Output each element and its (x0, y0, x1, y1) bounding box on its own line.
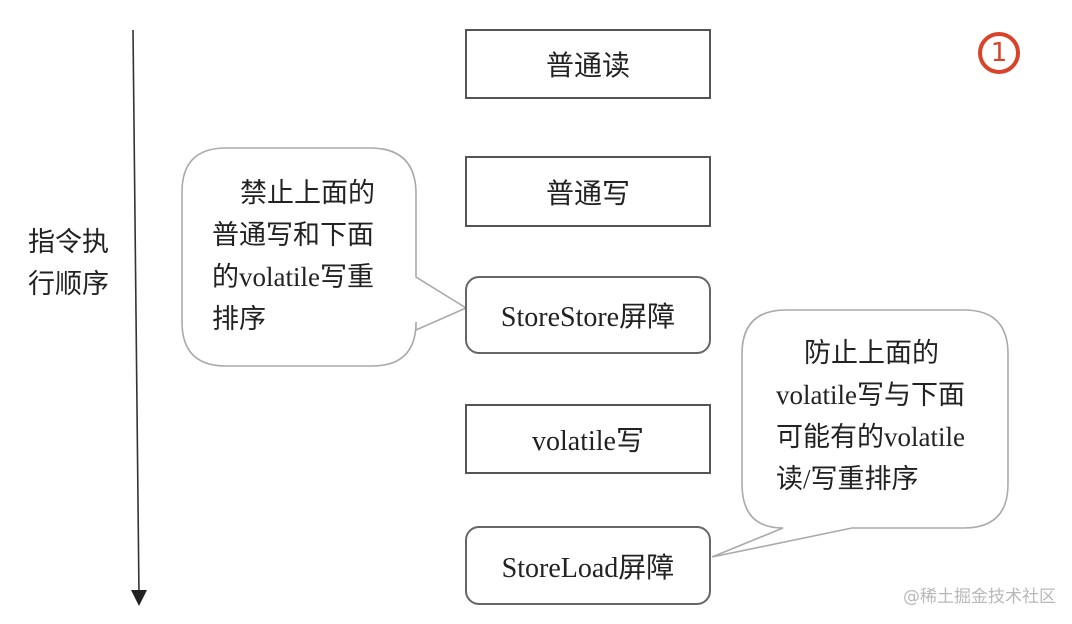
callout-bubble-right-shape (711, 309, 1009, 558)
step-number-badge: 1 (978, 32, 1020, 74)
instruction-normal-read: 普通读 (465, 29, 711, 99)
instruction-label: 普通写 (545, 178, 630, 210)
watermark: @稀土掘金技术社区 (903, 587, 1056, 607)
instruction-label: StoreLoad屏障 (501, 552, 675, 584)
callout-bubble-left-shape (181, 147, 468, 367)
step-number: 1 (990, 38, 1008, 68)
arrow-down-icon (131, 590, 147, 606)
execution-order-label: 指令执 行顺序 (28, 222, 128, 306)
execution-order-label-line: 指令执 (28, 227, 109, 258)
execution-order-arrow-line (132, 29, 140, 597)
instruction-normal-write: 普通写 (465, 156, 711, 227)
callout-right-text: 防止上面的 volatile写与下面 可能有的volatile 读/写重排序 (776, 332, 996, 500)
callout-line: 防止上面的 (804, 338, 939, 368)
instruction-label: volatile写 (532, 426, 644, 457)
callout-line: 禁止上面的 (240, 178, 375, 208)
callout-line: 读/写重排序 (776, 464, 919, 494)
execution-order-label-line: 行顺序 (28, 269, 109, 300)
instruction-volatile-write: volatile写 (465, 404, 711, 474)
instruction-label: StoreStore屏障 (500, 302, 676, 333)
callout-line: 的volatile写重 (212, 262, 374, 292)
callout-line: 普通写和下面 (212, 220, 374, 250)
callout-line: 排序 (212, 304, 266, 334)
instruction-label: 普通读 (545, 51, 630, 82)
callout-line: volatile写与下面 (776, 380, 965, 410)
instruction-storestore-barrier: StoreStore屏障 (465, 276, 711, 354)
callout-line: 可能有的volatile (776, 422, 965, 452)
instruction-storeload-barrier: StoreLoad屏障 (465, 526, 711, 605)
callout-left-text: 禁止上面的 普通写和下面 的volatile写重 排序 (212, 172, 412, 340)
